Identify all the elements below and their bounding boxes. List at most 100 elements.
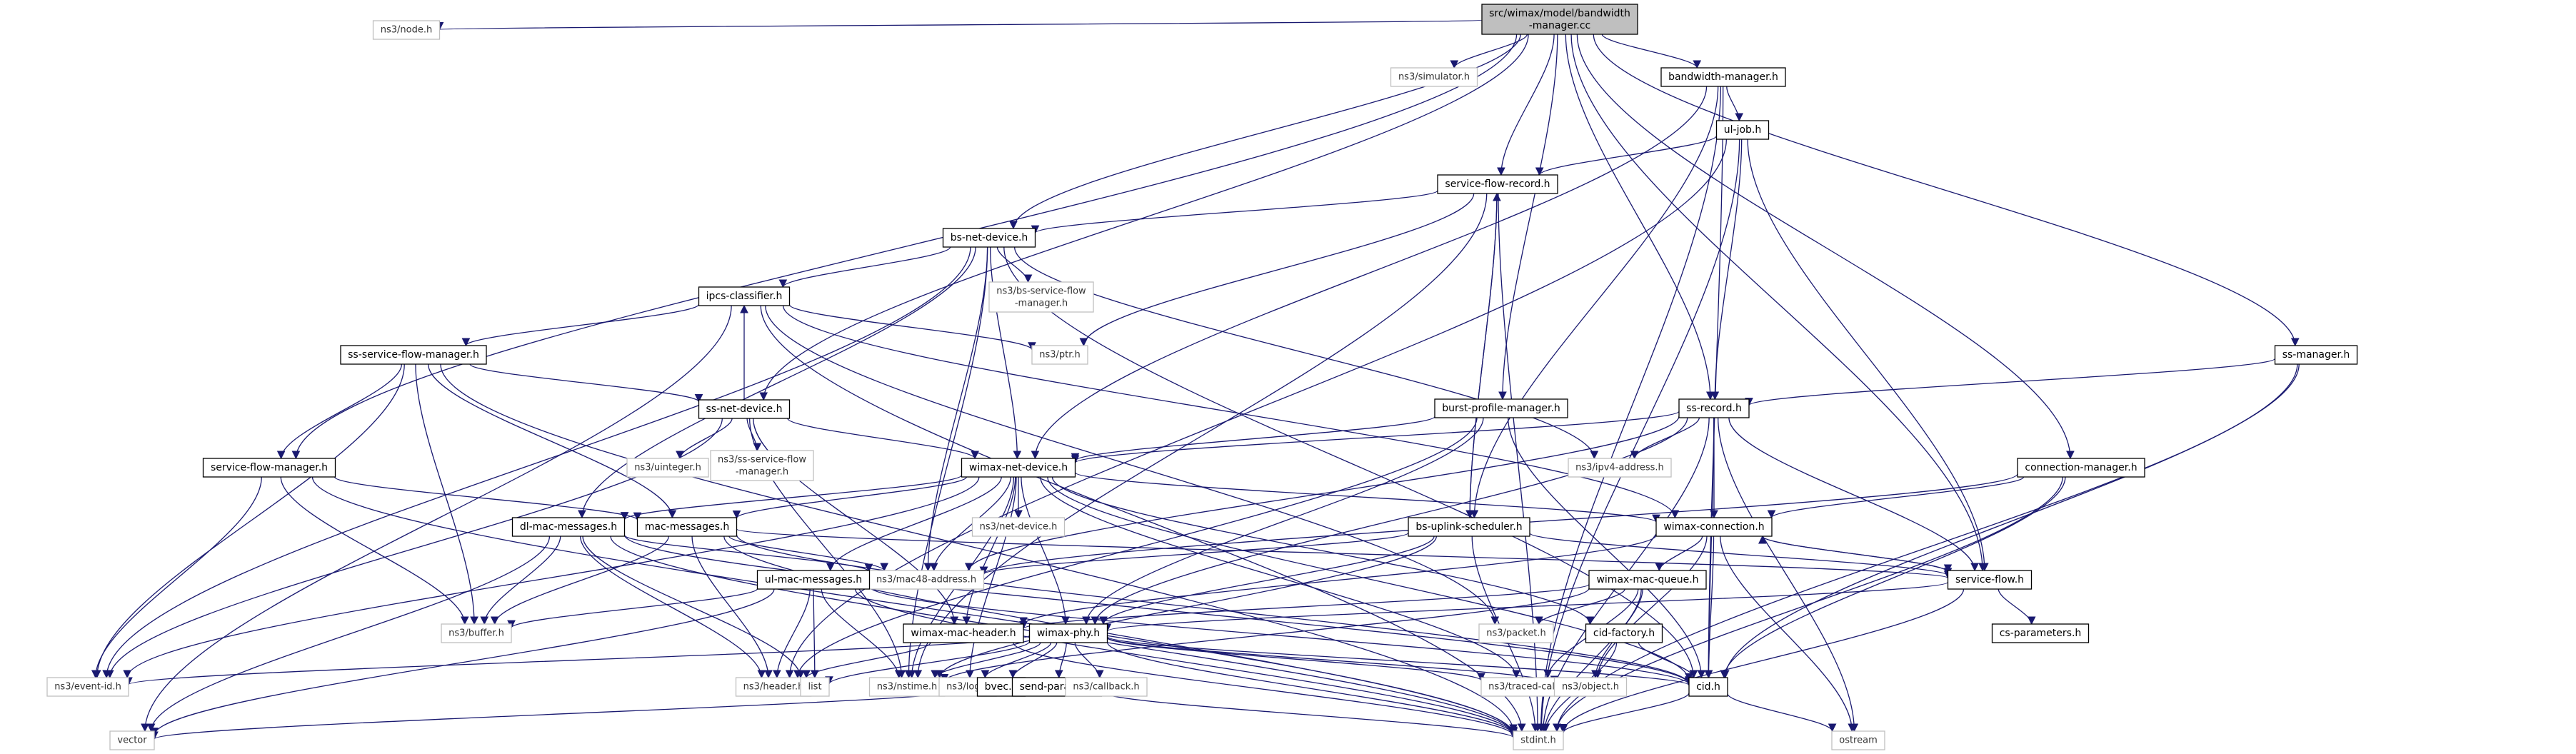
- graph-node-root[interactable]: src/wimax/model/bandwidth-manager.cc: [1481, 4, 1638, 35]
- node-box[interactable]: [1715, 120, 1770, 140]
- graph-node-connection-manager-h[interactable]: connection-manager.h: [2017, 458, 2145, 478]
- graph-node-service-flow-h[interactable]: service-flow.h: [1947, 570, 2033, 590]
- edge-ipcs-classifier-h-to-wimax-connection-h: [783, 305, 1680, 519]
- graph-node-callback-h[interactable]: ns3/callback.h: [1065, 677, 1148, 697]
- graph-node-ss-net-device-h[interactable]: ss-net-device.h: [698, 399, 791, 419]
- node-box[interactable]: [1437, 174, 1558, 194]
- node-box[interactable]: [1655, 517, 1773, 537]
- node-box[interactable]: [942, 228, 1036, 248]
- edge-ul-mac-messages-h-to-header-h: [773, 588, 811, 679]
- node-box[interactable]: [971, 517, 1066, 537]
- graph-node-net-device-h[interactable]: ns3/net-device.h: [971, 517, 1066, 537]
- node-box[interactable]: [1991, 623, 2090, 643]
- graph-node-ptr-h[interactable]: ns3/ptr.h: [1031, 345, 1088, 365]
- graph-node-wimax-net-device-h[interactable]: wimax-net-device.h: [961, 458, 1076, 478]
- edge-wimax-mac-queue-h-to-nstime-h: [940, 588, 1590, 683]
- node-box[interactable]: [1513, 730, 1564, 750]
- edge-sfm-h-to-buffer-h: [280, 476, 469, 625]
- node-box[interactable]: [626, 458, 709, 478]
- graph-node-simulator-h[interactable]: ns3/simulator.h: [1390, 67, 1478, 87]
- edge-root-to-burst-profile-manager-h: [1498, 34, 1558, 401]
- node-box[interactable]: [903, 623, 1024, 643]
- graph-node-service-flow-record-h[interactable]: service-flow-record.h: [1437, 174, 1558, 194]
- node-box[interactable]: [1678, 398, 1750, 418]
- graph-node-sfm-h[interactable]: service-flow-manager.h: [202, 458, 336, 478]
- graph-node-ss-sfm-h[interactable]: ss-service-flow-manager.h: [340, 345, 487, 365]
- node-box[interactable]: [109, 730, 155, 750]
- graph-node-nstime-h[interactable]: ns3/nstime.h: [868, 677, 946, 697]
- node-box[interactable]: [800, 677, 830, 697]
- graph-node-mac48-address-h[interactable]: ns3/mac48-address.h: [868, 570, 985, 590]
- node-box[interactable]: [1065, 677, 1148, 697]
- node-box[interactable]: [1688, 677, 1728, 697]
- graph-node-wimax-connection-h[interactable]: wimax-connection.h: [1655, 517, 1773, 537]
- graph-node-bs-sfm-h[interactable]: ns3/bs-service-flow-manager.h: [988, 281, 1094, 313]
- node-box[interactable]: [756, 570, 871, 590]
- graph-node-ul-mac-messages-h[interactable]: ul-mac-messages.h: [756, 570, 871, 590]
- node-box[interactable]: [1660, 67, 1786, 87]
- graph-node-bs-net-device-h[interactable]: bs-net-device.h: [942, 228, 1036, 248]
- graph-node-dl-mac-messages-h[interactable]: dl-mac-messages.h: [511, 517, 626, 537]
- graph-node-cid-factory-h[interactable]: cid-factory.h: [1585, 623, 1663, 643]
- graph-node-ipv4-address-h[interactable]: ns3/ipv4-address.h: [1568, 458, 1672, 478]
- graph-node-stdint-h[interactable]: stdint.h: [1513, 730, 1564, 750]
- graph-node-burst-profile-manager-h[interactable]: burst-profile-manager.h: [1434, 398, 1568, 418]
- node-box[interactable]: [1031, 345, 1088, 365]
- graph-node-bandwidth-manager-h[interactable]: bandwidth-manager.h: [1660, 67, 1786, 87]
- graph-node-object-h[interactable]: ns3/object.h: [1553, 677, 1628, 697]
- graph-node-ss-manager-h[interactable]: ss-manager.h: [2274, 345, 2358, 365]
- node-box[interactable]: [511, 517, 626, 537]
- node-box[interactable]: [961, 458, 1076, 478]
- graph-node-wimax-phy-h[interactable]: wimax-phy.h: [1028, 623, 1108, 643]
- graph-node-mac-messages-h[interactable]: mac-messages.h: [636, 517, 738, 537]
- graph-node-node-h[interactable]: ns3/node.h: [372, 20, 441, 40]
- node-label: ns3/ipv4-address.h: [1575, 463, 1664, 473]
- node-box[interactable]: [1028, 623, 1108, 643]
- edge-ss-sfm-h-to-stdint-h: [440, 363, 1518, 733]
- graph-node-ss-record-h[interactable]: ss-record.h: [1678, 398, 1750, 418]
- node-box[interactable]: [1390, 67, 1478, 87]
- node-label: ostream: [1839, 735, 1878, 746]
- graph-node-ipcs-classifier-h[interactable]: ipcs-classifier.h: [698, 286, 791, 306]
- node-box[interactable]: [46, 677, 129, 697]
- node-box[interactable]: [1947, 570, 2033, 590]
- graph-node-header-h[interactable]: ns3/header.h: [735, 677, 812, 697]
- node-box[interactable]: [1568, 458, 1672, 478]
- graph-node-uinteger-h[interactable]: ns3/uinteger.h: [626, 458, 709, 478]
- node-box[interactable]: [2274, 345, 2358, 365]
- node-box[interactable]: [441, 623, 512, 643]
- node-box[interactable]: [710, 450, 814, 481]
- node-box[interactable]: [1831, 730, 1885, 750]
- node-box[interactable]: [1588, 570, 1707, 590]
- node-box[interactable]: [698, 286, 791, 306]
- graph-node-list[interactable]: list: [800, 677, 830, 697]
- graph-node-bs-uplink-scheduler-h[interactable]: bs-uplink-scheduler.h: [1408, 517, 1530, 537]
- graph-node-ul-job-h[interactable]: ul-job.h: [1715, 120, 1770, 140]
- node-box[interactable]: [2017, 458, 2145, 478]
- graph-node-vector[interactable]: vector: [109, 730, 155, 750]
- node-box[interactable]: [698, 399, 791, 419]
- graph-node-ostream[interactable]: ostream: [1831, 730, 1885, 750]
- graph-node-wimax-mac-queue-h[interactable]: wimax-mac-queue.h: [1588, 570, 1707, 590]
- node-box[interactable]: [636, 517, 738, 537]
- node-box[interactable]: [1478, 623, 1554, 643]
- edge-wimax-net-device-h-to-cid-h: [1047, 476, 1693, 682]
- node-box[interactable]: [202, 458, 336, 478]
- graph-node-cid-h[interactable]: cid.h: [1688, 677, 1728, 697]
- node-box[interactable]: [1408, 517, 1530, 537]
- node-box[interactable]: [1481, 4, 1638, 35]
- graph-node-wimax-mac-header-h[interactable]: wimax-mac-header.h: [903, 623, 1024, 643]
- graph-node-ss-sfm-ext-h[interactable]: ns3/ss-service-flow-manager.h: [710, 450, 814, 481]
- node-box[interactable]: [1585, 623, 1663, 643]
- node-box[interactable]: [1434, 398, 1568, 418]
- graph-node-packet-h[interactable]: ns3/packet.h: [1478, 623, 1554, 643]
- node-box[interactable]: [340, 345, 487, 365]
- graph-node-buffer-h[interactable]: ns3/buffer.h: [441, 623, 512, 643]
- node-box[interactable]: [372, 20, 441, 40]
- graph-node-event-id-h[interactable]: ns3/event-id.h: [46, 677, 129, 697]
- node-box[interactable]: [868, 570, 985, 590]
- node-box[interactable]: [1553, 677, 1628, 697]
- graph-node-cs-parameters-h[interactable]: cs-parameters.h: [1991, 623, 2090, 643]
- node-label: ns3/ss-service-flow: [718, 455, 806, 466]
- node-box[interactable]: [988, 281, 1094, 313]
